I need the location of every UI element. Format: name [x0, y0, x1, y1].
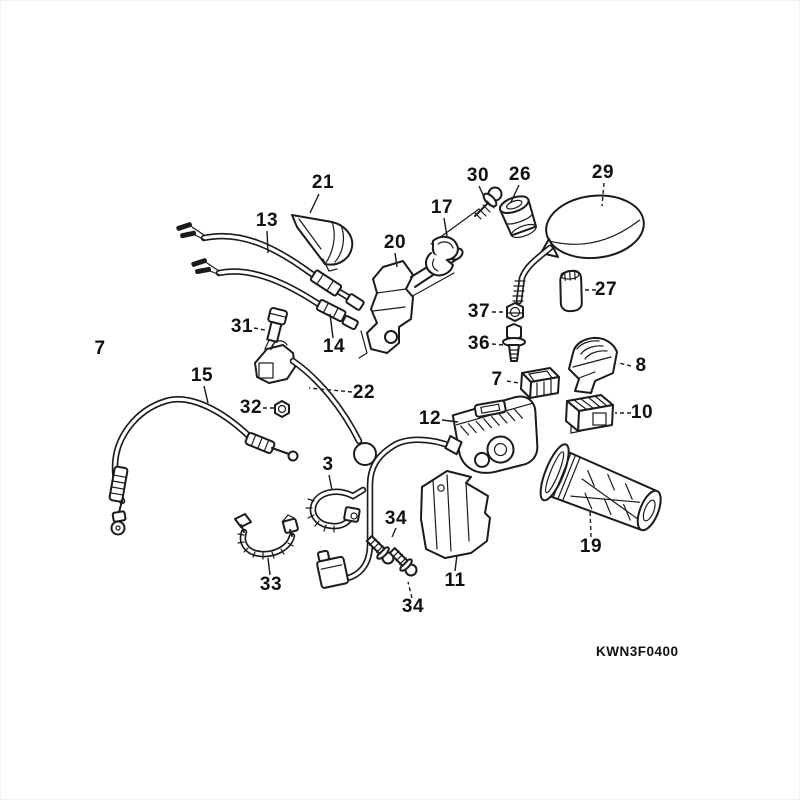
part-37-nut-drawing — [506, 302, 524, 322]
part-27-rubber-cap-drawing — [559, 269, 583, 313]
part-32-nut-drawing — [274, 400, 290, 418]
callout-33: 33 — [259, 574, 283, 595]
part-36-bolt-drawing — [502, 323, 526, 362]
harness-cable-drawing — [316, 436, 457, 589]
part-13-wire-upper-drawing — [176, 222, 365, 311]
callout-31: 31 — [230, 316, 254, 337]
part-17-clamp-drawing — [425, 235, 459, 277]
part-14-wire-lower-drawing — [191, 258, 359, 331]
callout-12: 12 — [418, 408, 442, 429]
part-31-pivot-bolt-drawing — [264, 307, 288, 351]
part-7-switch-drawing — [520, 367, 560, 399]
callout-36: 36 — [467, 333, 491, 354]
part-12-switch-housing-drawing — [444, 395, 539, 474]
part-10-connector-drawing — [565, 394, 614, 434]
leader-lines — [203, 182, 632, 599]
part-21-boot-drawing — [291, 214, 354, 272]
callout-15: 15 — [190, 365, 214, 386]
callout-29: 29 — [591, 162, 615, 183]
part-34-screw-lower-drawing — [388, 547, 418, 577]
part-20-bracket-assembly-drawing — [358, 208, 480, 359]
callout-30: 30 — [466, 165, 490, 186]
callout-8: 8 — [635, 355, 647, 376]
part-11-cover-drawing — [420, 470, 491, 559]
figure-number: 7 — [94, 338, 106, 359]
callout-34-lower: 34 — [401, 596, 425, 617]
diagram-code: KWN3F0400 — [596, 644, 679, 659]
part-26-cap-drawing — [498, 195, 538, 239]
callout-14: 14 — [322, 336, 346, 357]
callout-17: 17 — [430, 197, 454, 218]
callout-11: 11 — [444, 570, 466, 591]
callout-32: 32 — [239, 397, 263, 418]
callout-27: 27 — [594, 279, 618, 300]
callout-13: 13 — [255, 210, 279, 231]
callout-19: 19 — [579, 536, 603, 557]
part-29-mirror-drawing — [512, 194, 645, 305]
callout-21: 21 — [311, 172, 335, 193]
part-8-bracket-drawing — [568, 336, 618, 394]
part-19-grip-drawing — [539, 443, 662, 532]
part-33-clamp-band-drawing — [234, 513, 299, 560]
callout-22: 22 — [352, 382, 376, 403]
callout-26: 26 — [508, 164, 532, 185]
part-34-screw-upper-drawing — [365, 535, 395, 565]
callout-7-switch: 7 — [491, 369, 503, 390]
callout-34-upper: 34 — [384, 508, 408, 529]
callout-3: 3 — [322, 454, 334, 475]
callout-20: 20 — [383, 232, 407, 253]
callout-10: 10 — [630, 402, 654, 423]
part-15-cable-drawing — [108, 396, 299, 536]
part-3-clamp-hook-drawing — [305, 486, 367, 533]
callout-37: 37 — [467, 301, 491, 322]
part-30-screw-drawing — [474, 186, 503, 220]
